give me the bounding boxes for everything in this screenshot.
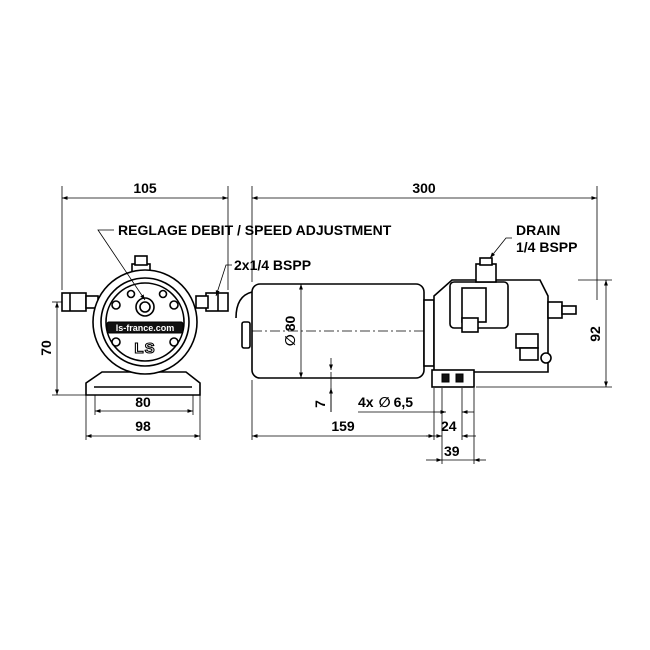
side-view [235,257,577,388]
rear-cap [241,321,251,349]
lower-fitting [519,347,539,361]
outlet-nozzle [561,305,577,315]
holes-label: 4x ∅6,5 [358,394,413,410]
drain-fitting-cap [479,257,493,266]
ls-logo: LS [134,340,155,357]
right-fitting [205,292,229,312]
front-view: ls-france.com LS [61,255,229,396]
brand-banner [106,321,184,334]
holes-diameter-symbol: ∅ [379,394,391,410]
dim-80: 80 [135,394,151,410]
bolt-icon [158,289,168,299]
port-block [461,287,487,323]
lower-fitting [515,333,539,349]
diameter-symbol: ∅ [282,334,298,346]
drain-fitting [475,263,497,283]
dim-92: 92 [587,326,603,342]
bolt-icon [169,337,179,347]
bolt-icon [111,300,121,310]
right-fitting-neck [195,295,209,309]
ports-leader [215,264,232,297]
outlet-body [547,301,563,319]
front-base-foot [85,371,201,396]
bolt-icon [111,337,121,347]
ports-label: 2x1/4 BSPP [234,257,311,273]
dim-diameter-80: ∅ 80 [282,316,298,347]
dim-300: 300 [412,180,436,196]
drain-leader [489,237,512,259]
speed-adjustment-label: REGLAGE DEBIT / SPEED ADJUSTMENT [118,222,392,238]
dim-70: 70 [38,340,54,356]
motor-flange [423,299,435,367]
front-dimensions: 105 70 80 98 [38,180,232,440]
mount-hole [455,373,464,383]
dim-159: 159 [331,418,355,434]
port-nut [461,317,479,333]
speed-adjustment-leader [97,229,146,301]
left-fitting [61,292,87,312]
drain-plug [540,352,552,364]
dim-105: 105 [133,180,157,196]
diameter-value: 80 [282,316,298,332]
dim-24: 24 [441,418,457,434]
side-dimensions: 300 ∅80 92 7 4x∅6,5 159 24 [251,180,612,464]
holes-diameter: 6,5 [394,394,414,410]
drain-title: DRAIN [516,222,560,238]
side-base-foot [431,369,475,388]
bolt-icon [126,289,136,299]
mount-hole [441,373,450,383]
top-knob-cap [134,255,148,266]
drain-thread: 1/4 BSPP [516,239,577,255]
dim-39: 39 [444,443,460,459]
dim-7: 7 [312,400,328,408]
holes-count: 4x [358,394,374,410]
power-cable [235,291,253,319]
dim-98: 98 [135,418,151,434]
bolt-icon [169,300,179,310]
brand-text: ls-france.com [116,323,175,333]
speed-adjustment-screw-inner [139,301,151,313]
